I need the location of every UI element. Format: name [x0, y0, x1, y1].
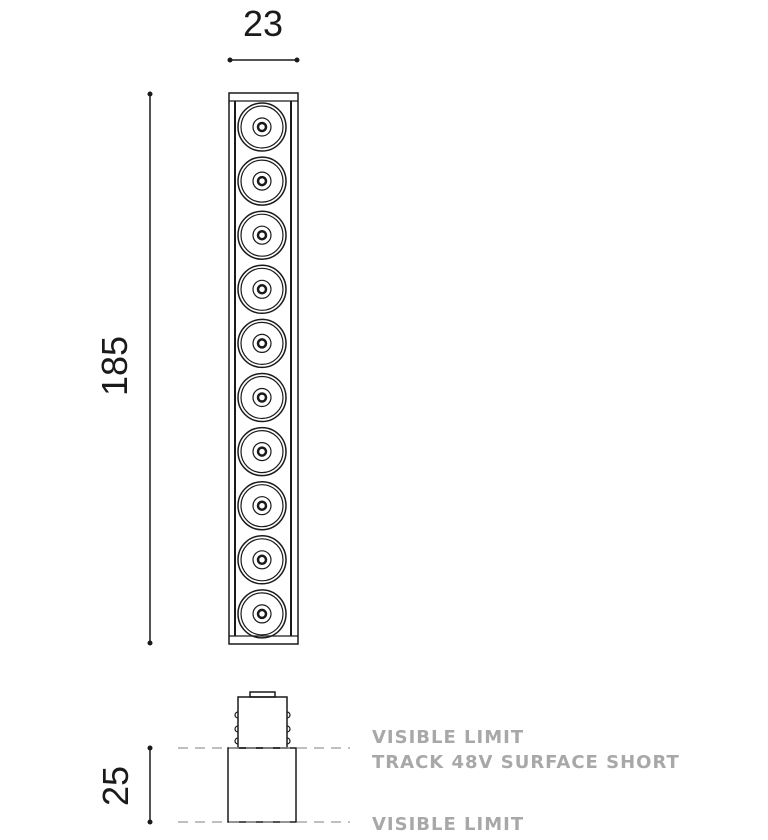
width-dimension: 23: [227, 3, 300, 63]
length-dimension: 185: [94, 91, 153, 646]
length-value: 185: [94, 336, 135, 396]
luminaire-front-view: [228, 92, 299, 645]
width-value: 23: [243, 3, 283, 44]
led-lens: [237, 264, 287, 315]
visible-limit-lines: [178, 747, 350, 823]
led-lens: [237, 372, 287, 423]
led-array: [237, 102, 287, 639]
led-lens: [237, 102, 287, 152]
led-lens: [237, 210, 287, 260]
height-dimension: 25: [95, 745, 153, 825]
visible-limit-top-label: VISIBLE LIMIT: [372, 727, 524, 748]
visible-limit-bottom-label: VISIBLE LIMIT: [372, 814, 524, 835]
track-label: TRACK 48V SURFACE SHORT: [372, 752, 680, 773]
track-adapter: [237, 696, 288, 749]
luminaire-body: [227, 747, 297, 823]
led-lens: [237, 318, 287, 369]
led-lens: [237, 480, 287, 531]
luminaire-side-view: [227, 691, 297, 823]
led-lens: [237, 589, 287, 639]
led-lens: [237, 426, 287, 477]
led-lens: [237, 535, 287, 585]
height-value: 25: [95, 766, 136, 806]
led-lens: [237, 156, 287, 206]
